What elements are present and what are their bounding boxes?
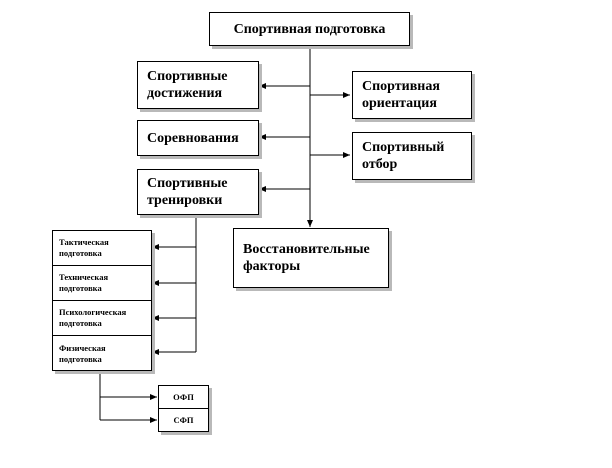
preparation-stack: Тактическая подготовка Техническая подго…	[52, 230, 152, 371]
node-physical-label: Физическая подготовка	[59, 342, 106, 364]
node-achievements-label: Спортивные достижения	[147, 69, 228, 101]
node-competitions: Соревнования	[137, 120, 259, 156]
node-orientation: Спортивная ориентация	[352, 71, 472, 119]
node-root: Спортивная подготовка	[209, 12, 410, 46]
ofp-sfp-stack: ОФП СФП	[158, 385, 209, 432]
node-trainings: Спортивные тренировки	[137, 169, 259, 215]
node-technical-label: Техническая подготовка	[59, 272, 109, 293]
node-recovery: Восстановительные факторы	[233, 228, 389, 288]
node-ofp-label: ОФП	[173, 391, 194, 402]
node-orientation-label: Спортивная ориентация	[362, 79, 440, 111]
node-psychological-label: Психологическая подготовка	[59, 307, 127, 328]
node-achievements: Спортивные достижения	[137, 61, 259, 109]
node-selection: Спортивный отбор	[352, 132, 472, 180]
node-sfp: СФП	[159, 409, 208, 431]
node-sfp-label: СФП	[173, 415, 194, 425]
node-physical: Физическая подготовка	[53, 336, 151, 370]
node-technical: Техническая подготовка	[53, 266, 151, 301]
node-trainings-label: Спортивные тренировки	[147, 176, 228, 208]
node-root-label: Спортивная подготовка	[233, 21, 386, 37]
node-selection-label: Спортивный отбор	[362, 140, 445, 172]
node-ofp: ОФП	[159, 386, 208, 409]
node-recovery-label: Восстановительные факторы	[243, 242, 370, 274]
node-psychological: Психологическая подготовка	[53, 301, 151, 336]
node-competitions-label: Соревнования	[147, 130, 239, 146]
node-tactical: Тактическая подготовка	[53, 231, 151, 266]
node-tactical-label: Тактическая подготовка	[59, 237, 109, 258]
